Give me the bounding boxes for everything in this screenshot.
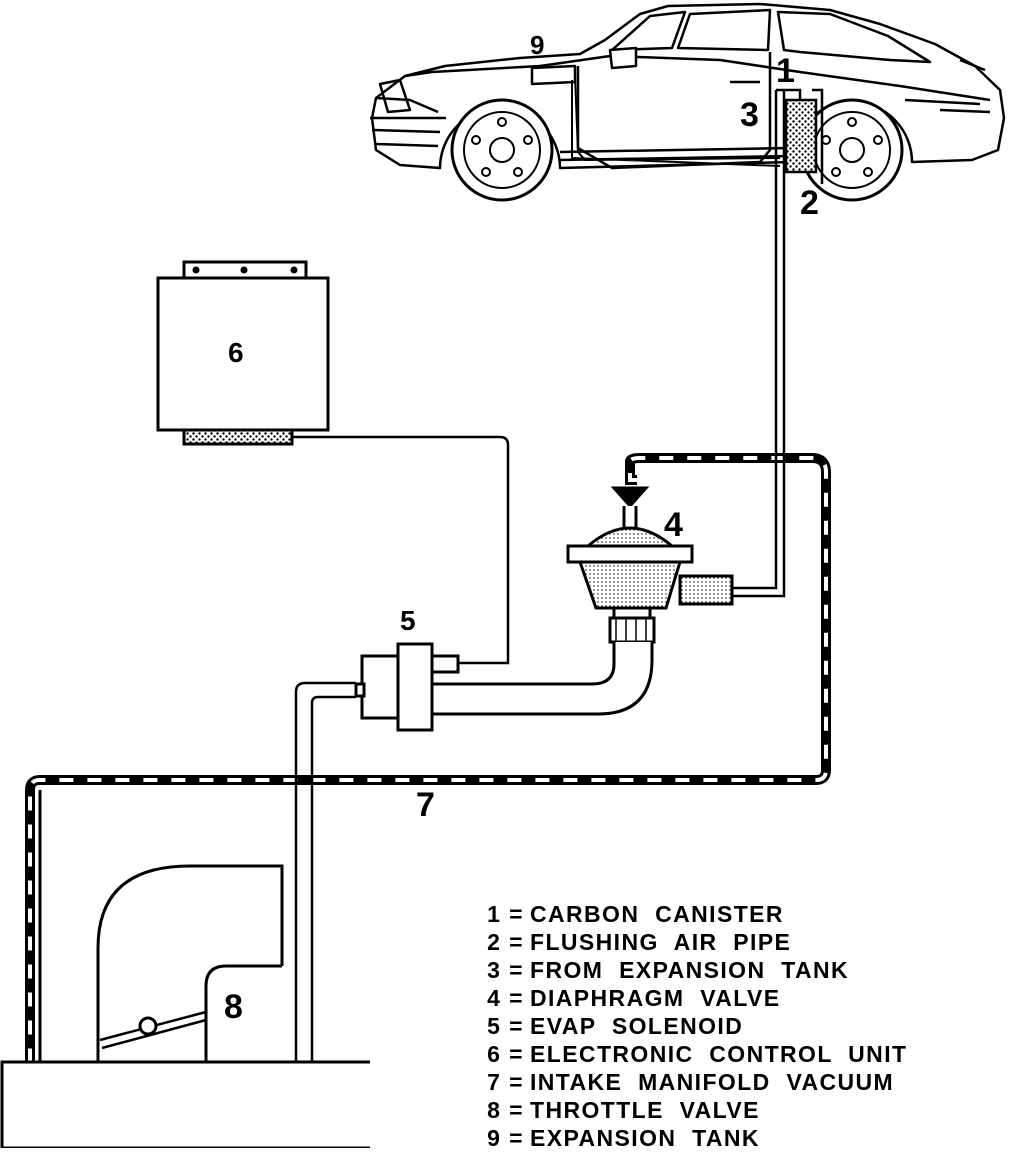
legend-item-number: 5 =	[487, 1013, 524, 1039]
legend-item-label: EVAP SOLENOID	[530, 1013, 744, 1039]
car-rear-details	[904, 58, 991, 114]
car-headlight	[378, 78, 412, 114]
callout-8: 8	[224, 988, 243, 1026]
legend-item-number: 4 =	[487, 985, 524, 1011]
legend-item: 2 =FLUSHING AIR PIPE	[468, 928, 968, 956]
callout-1: 1	[776, 52, 795, 90]
intake-vacuum-pipe	[25, 453, 831, 1062]
expansion-tank-shape	[530, 64, 577, 86]
legend-item-number: 1 =	[487, 901, 524, 927]
legend-item: 9 =EXPANSION TANK	[468, 1124, 968, 1152]
callout-3: 3	[740, 96, 759, 134]
car-window-rear	[776, 10, 932, 64]
legend-item: 6 =ELECTRONIC CONTROL UNIT	[468, 1040, 968, 1068]
car-window-side	[676, 8, 772, 52]
legend-item-label: ELECTRONIC CONTROL UNIT	[530, 1041, 908, 1067]
purge-pipe-elbow	[428, 642, 654, 716]
carbon-canister	[774, 88, 824, 184]
diaphragm-valve	[566, 486, 734, 644]
legend-item-number: 3 =	[487, 957, 524, 983]
legend-item-label: THROTTLE VALVE	[530, 1097, 760, 1123]
legend-item: 7 =INTAKE MANIFOLD VACUUM	[468, 1068, 968, 1096]
canister-purge-line	[732, 180, 786, 598]
car-window-front	[610, 10, 687, 52]
legend-item-label: INTAKE MANIFOLD VACUUM	[530, 1069, 895, 1095]
callout-6: 6	[228, 337, 244, 368]
legend-item-number: 2 =	[487, 929, 524, 955]
car-hood-line	[375, 96, 439, 114]
expansion-tank-line	[571, 75, 781, 167]
car-rear-wheel	[800, 98, 904, 202]
car-illustration	[370, 2, 1006, 170]
callout-2: 2	[800, 184, 819, 222]
car-beltline	[404, 54, 991, 102]
callout-9: 9	[530, 30, 544, 60]
legend-item-label: CARBON CANISTER	[530, 901, 784, 927]
ecu-signal-wire	[292, 435, 510, 665]
ecu-box	[156, 260, 330, 446]
car-mirror	[608, 46, 638, 70]
legend-item: 1 =CARBON CANISTER	[468, 900, 968, 928]
legend-item-number: 7 =	[487, 1069, 524, 1095]
legend-item: 5 =EVAP SOLENOID	[468, 1012, 968, 1040]
evap-solenoid	[354, 642, 460, 732]
legend-item: 3 =FROM EXPANSION TANK	[468, 956, 968, 984]
throttle-body	[0, 790, 370, 1148]
solenoid-to-throttle-line	[294, 681, 356, 1062]
legend-item-number: 6 =	[487, 1041, 524, 1067]
legend-item-number: 9 =	[487, 1125, 524, 1151]
legend-item: 4 =DIAPHRAGM VALVE	[468, 984, 968, 1012]
car-front-bumper	[370, 116, 446, 148]
legend-item-label: FLUSHING AIR PIPE	[530, 929, 792, 955]
legend-item-label: EXPANSION TANK	[530, 1125, 760, 1151]
callout-4: 4	[664, 506, 683, 544]
callout-5: 5	[400, 605, 416, 636]
car-front-wheel	[450, 98, 554, 202]
legend-item-number: 8 =	[487, 1097, 524, 1123]
legend-item-label: DIAPHRAGM VALVE	[530, 985, 781, 1011]
legend-item: 8 =THROTTLE VALVE	[468, 1096, 968, 1124]
callout-7: 7	[416, 786, 435, 824]
legend-item-label: FROM EXPANSION TANK	[530, 957, 850, 983]
